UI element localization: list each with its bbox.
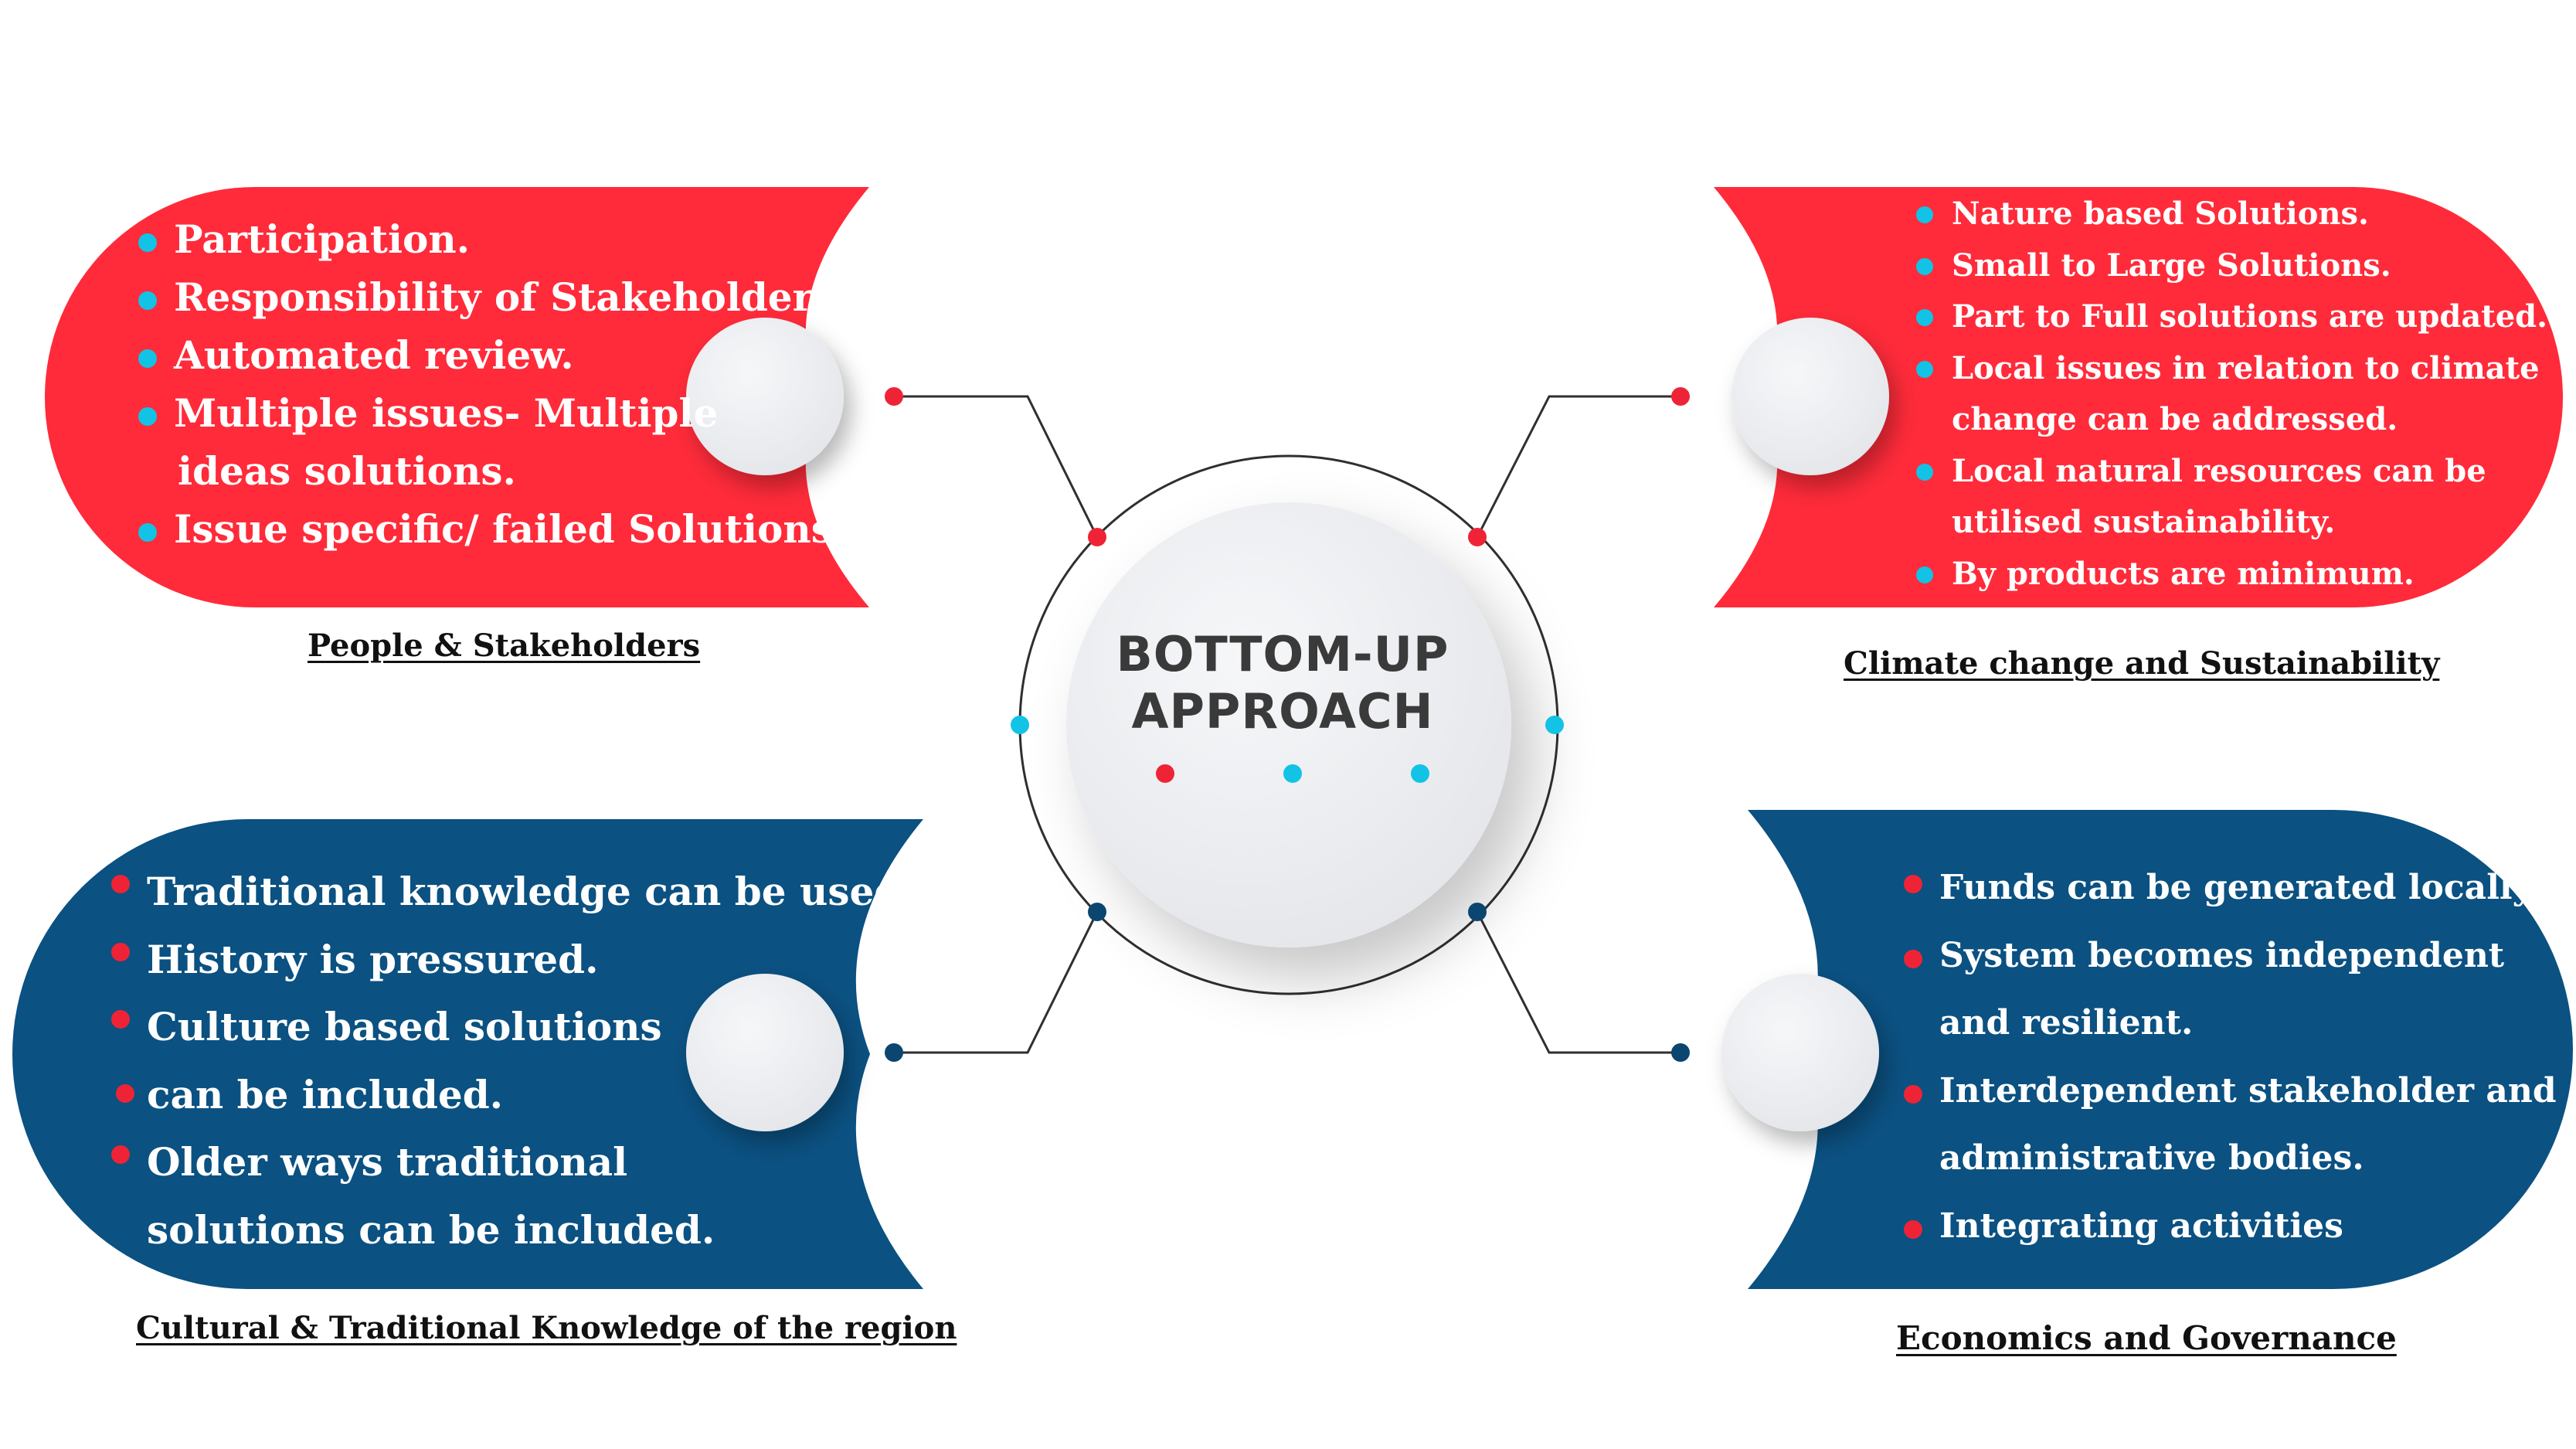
list-item: Participation. — [135, 210, 846, 268]
list-item: Multiple issues- Multiple — [135, 384, 846, 442]
list-top-left: Participation. Responsibility of Stakeho… — [135, 210, 846, 558]
list-item-continuation: and resilient. — [1939, 1003, 2194, 1043]
bullet-dot — [1904, 1219, 1922, 1239]
bullet-dot — [111, 942, 130, 961]
list-item: System becomes independent — [1901, 922, 2557, 990]
bullet-dot — [1916, 360, 1933, 378]
center-dot-red — [1156, 764, 1174, 783]
bullet-dot — [1916, 566, 1933, 583]
knob-top-left — [686, 318, 844, 475]
list-bottom-left: Traditional knowledge can be used. Histo… — [108, 858, 915, 1264]
center-dot-cyan-2 — [1411, 764, 1429, 783]
center-title-line1: BOTTOM-UP — [1116, 626, 1449, 682]
bullet-dot — [111, 1010, 130, 1029]
panel-bottom-left — [12, 819, 923, 1289]
list-item-continuation: change can be addressed. — [1952, 401, 2398, 437]
list-item: Nature based Solutions. — [1913, 189, 2547, 240]
panel-top-right — [1714, 187, 2563, 607]
bullet-dot — [138, 407, 157, 426]
bullet-dot — [138, 349, 157, 368]
list-top-right: Nature based Solutions. Small to Large S… — [1913, 189, 2547, 600]
bullet-dot — [116, 1083, 134, 1103]
endpoint-dot-top-right — [1671, 387, 1690, 406]
endpoint-dot-top-left — [885, 387, 903, 406]
list-bottom-right: Funds can be generated locally. System b… — [1901, 854, 2557, 1260]
list-item-continuation: ideas solutions. — [178, 448, 516, 494]
bullet-dot — [1916, 257, 1933, 275]
connector-top-left — [894, 395, 1099, 538]
center-dot-cyan-1 — [1283, 764, 1302, 783]
ring-dot-left — [1011, 716, 1029, 734]
panel-bottom-right — [1748, 810, 2573, 1289]
knob-top-right — [1731, 318, 1889, 475]
ring-dot-right — [1545, 716, 1564, 734]
bullet-dot — [1916, 463, 1933, 481]
list-item: Funds can be generated locally. — [1901, 854, 2557, 922]
bullet-dot — [1904, 1084, 1922, 1104]
list-item: Automated review. — [135, 326, 846, 384]
list-item: Local issues in relation to climate — [1913, 343, 2547, 395]
list-item: By products are minimum. — [1913, 549, 2547, 600]
list-item: Culture based solutions — [108, 993, 915, 1061]
list-item: Responsibility of Stakeholder. — [135, 268, 846, 326]
ring-dot-bottom-left — [1088, 903, 1106, 921]
center-disc — [1066, 502, 1511, 947]
list-item: Part to Full solutions are updated. — [1913, 291, 2547, 343]
center-title: BOTTOM-UP APPROACH — [1066, 626, 1499, 740]
list-item-continuation: solutions can be included. — [147, 1206, 715, 1253]
bullet-dot — [111, 1145, 130, 1164]
center-title-line2: APPROACH — [1131, 683, 1434, 740]
bullet-dot — [111, 875, 130, 893]
knob-bottom-right — [1721, 974, 1879, 1131]
knob-bottom-left — [686, 974, 844, 1131]
bullet-dot — [1916, 206, 1933, 223]
caption-bottom-right: Economics and Governance — [1896, 1319, 2397, 1357]
endpoint-dot-bottom-right — [1671, 1043, 1690, 1062]
ring-dot-bottom-right — [1468, 903, 1487, 921]
caption-top-right: Climate change and Sustainability — [1844, 645, 2440, 682]
list-item: Local natural resources can be — [1913, 446, 2547, 498]
bullet-dot — [1916, 309, 1933, 326]
connector-top-right — [1476, 395, 1681, 538]
ring-dot-top-left — [1088, 528, 1106, 546]
list-item: Integrating activities — [1901, 1192, 2557, 1260]
list-item: Older ways traditional — [108, 1128, 915, 1196]
list-item: can be included. — [108, 1061, 915, 1129]
list-item: Small to Large Solutions. — [1913, 240, 2547, 292]
list-item: Interdependent stakeholder and — [1901, 1057, 2557, 1125]
connector-bottom-right — [1476, 911, 1681, 1054]
list-item-continuation: utilised sustainability. — [1952, 504, 2336, 540]
caption-bottom-left: Cultural & Traditional Knowledge of the … — [136, 1310, 957, 1346]
ring-dot-top-right — [1468, 528, 1487, 546]
endpoint-dot-bottom-left — [885, 1043, 903, 1062]
bullet-dot — [138, 523, 157, 542]
caption-top-left: People & Stakeholders — [308, 628, 701, 664]
bullet-dot — [1904, 875, 1922, 893]
panel-top-left — [45, 187, 869, 607]
list-item: Issue specific/ failed Solutions. — [135, 500, 846, 558]
bullet-dot — [138, 291, 157, 310]
bullet-dot — [1904, 949, 1922, 968]
list-item: Traditional knowledge can be used. — [108, 858, 915, 926]
bullet-dot — [138, 233, 157, 252]
list-item-continuation: administrative bodies. — [1939, 1138, 2364, 1178]
connector-bottom-left — [894, 911, 1099, 1054]
list-item: History is pressured. — [108, 926, 915, 994]
